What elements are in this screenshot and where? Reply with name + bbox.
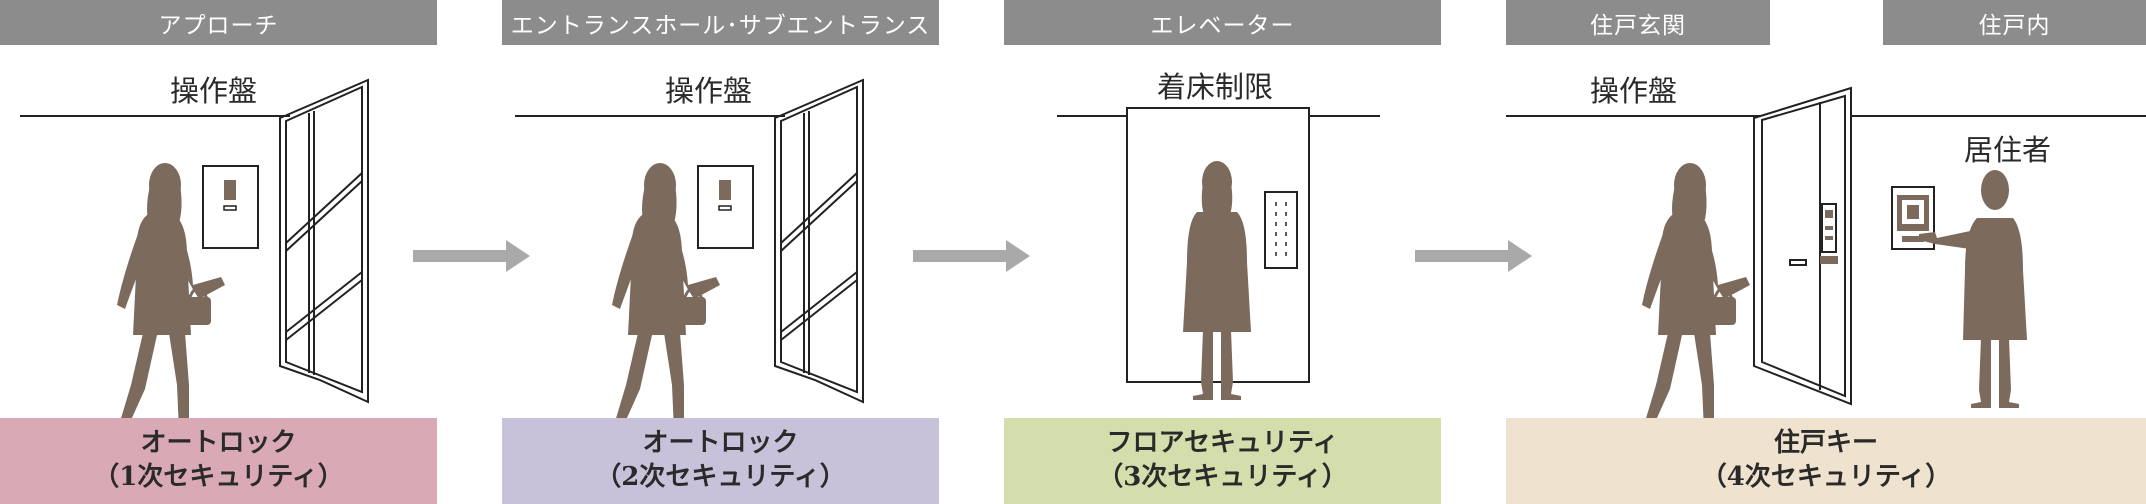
header-unit-entrance: 住戸玄関 [1506,0,1770,45]
flow-arrow-2 [913,240,1030,272]
flow-arrow-1 [413,240,530,272]
visitor-figure-4 [1640,161,1752,420]
footer-title: オートロック [140,428,297,459]
footer-unit-key: 住戸キー （4次セキュリティ） [1506,418,2146,504]
label-resident: 居住者 [1964,133,2052,167]
footer-floor-security: フロアセキュリティ （3次セキュリティ） [1004,418,1441,504]
header-approach: アプローチ [0,0,437,45]
unit-door [1753,86,1852,406]
footer-subtitle: （4次セキュリティ） [1700,462,1952,492]
footer-title: フロアセキュリティ [1106,428,1339,459]
control-panel-2 [697,165,754,249]
header-elevator: エレベーター [1004,0,1441,45]
label-floor-restriction: 着床制限 [1157,70,1274,104]
intercom-monitor [1891,186,1935,250]
glass-door-2 [774,78,864,404]
resident-figure [1919,170,2027,408]
control-panel-1 [202,165,259,249]
footer-auto-lock-2: オートロック （2次セキュリティ） [502,418,939,504]
elevator-buttons [1264,191,1298,269]
footer-auto-lock-1: オートロック （1次セキュリティ） [0,418,437,504]
footer-title: オートロック [642,428,799,459]
footer-subtitle: （3次セキュリティ） [1097,462,1348,492]
flow-arrow-3 [1415,240,1532,272]
footer-title: 住戸キー [1773,428,1878,459]
glass-door-1 [279,78,369,404]
footer-subtitle: （1次セキュリティ） [93,462,344,492]
security-flow-illustration [20,78,2146,420]
header-inside-unit: 住戸内 [1883,0,2146,45]
header-entrance-hall: エントランスホール･サブエントランス [502,0,939,45]
label-control-panel-4: 操作盤 [1590,74,1678,108]
footer-subtitle: （2次セキュリティ） [595,462,846,492]
label-control-panel-1: 操作盤 [170,74,258,108]
label-control-panel-2: 操作盤 [665,74,753,108]
